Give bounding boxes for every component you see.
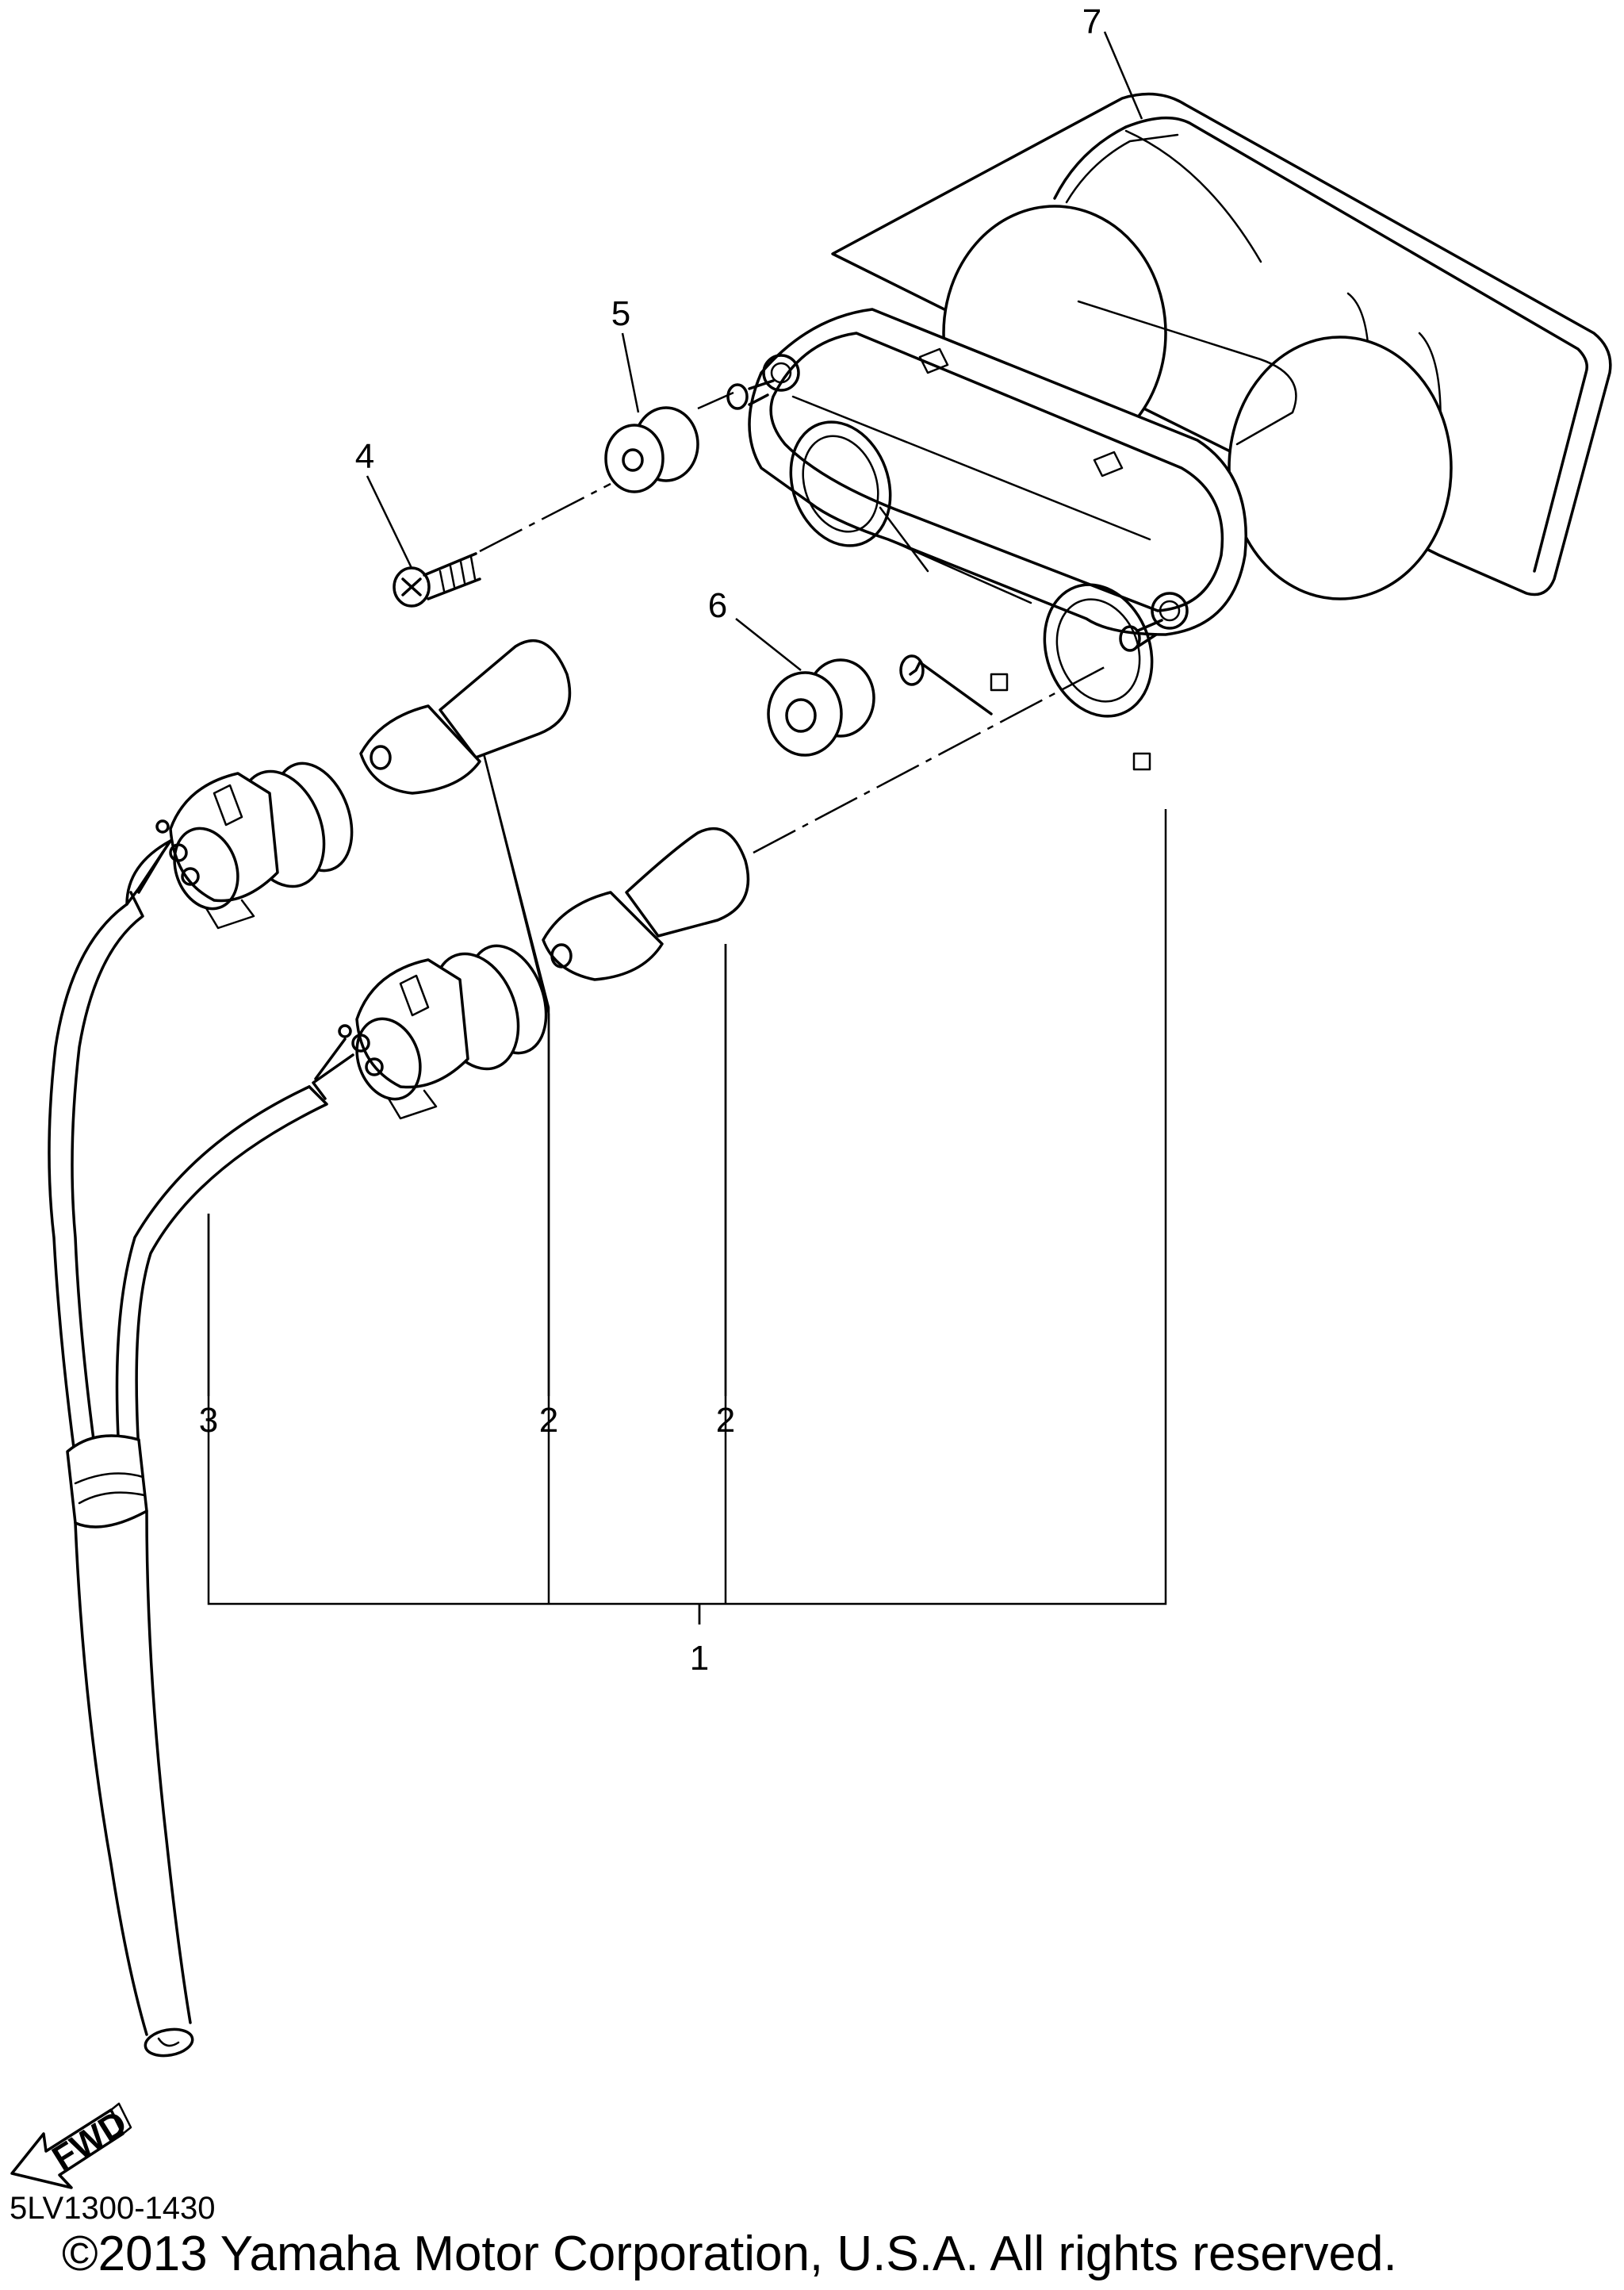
screw <box>393 552 481 608</box>
callout-5: 5 <box>611 294 630 333</box>
axis-line-grommet <box>697 391 734 410</box>
grommet-lower <box>767 658 875 757</box>
bulb-upper <box>359 639 572 795</box>
callout-2a: 2 <box>539 1401 558 1440</box>
leader-4 <box>366 475 413 569</box>
wiring-harness <box>48 839 354 2058</box>
leader-6 <box>735 618 802 671</box>
tail-lamp-lens <box>831 92 1612 600</box>
leader-2a <box>482 753 550 1396</box>
leader-7 <box>1103 31 1143 120</box>
tail-lamp-base <box>726 308 1247 771</box>
fwd-label: FWD <box>46 2104 134 2179</box>
callout-6: 6 <box>708 586 727 625</box>
grommet-upper <box>604 406 699 493</box>
callout-2b: 2 <box>716 1401 735 1440</box>
copyright-notice: ©2013 Yamaha Motor Corporation, U.S.A. A… <box>62 2227 1397 2281</box>
socket-upper <box>155 761 354 930</box>
callout-3: 3 <box>199 1401 218 1440</box>
callout-7: 7 <box>1082 2 1101 41</box>
axis-line-screw <box>479 482 611 553</box>
axis-line-bulb <box>753 665 1107 854</box>
callout-4: 4 <box>355 437 374 476</box>
socket-lower <box>338 944 548 1120</box>
callout-1: 1 <box>690 1639 709 1678</box>
fwd-arrow-icon: FWD <box>10 2102 134 2189</box>
part-code: 5LV1300-1430 <box>10 2191 216 2226</box>
leader-5 <box>621 332 640 413</box>
bulb-lower <box>542 827 750 981</box>
